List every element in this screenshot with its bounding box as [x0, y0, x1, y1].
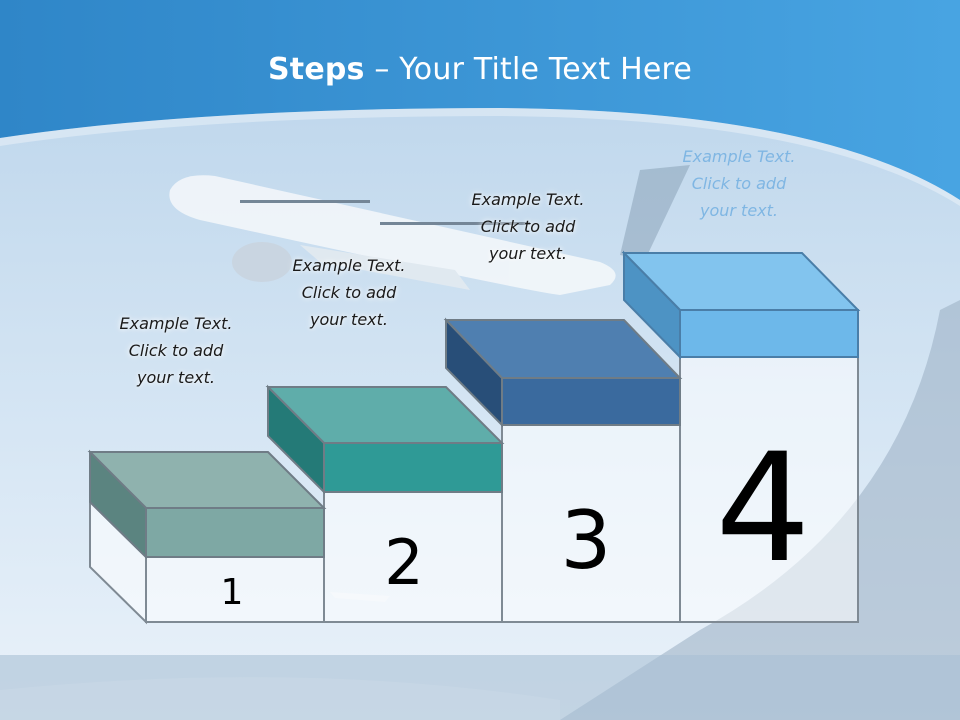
step3-line1: Example Text. [471, 190, 585, 209]
step1-line1: Example Text. [119, 314, 233, 333]
step1-body-front [145, 556, 325, 623]
title-bold: Steps [267, 52, 365, 87]
step4-line1: Example Text. [682, 147, 796, 166]
step1-line3: your text. [136, 368, 215, 387]
step2-line3: your text. [309, 310, 388, 329]
step4-body-front [679, 356, 859, 623]
slide-title[interactable]: Steps – Your Title Text Here [0, 52, 960, 87]
step3-body-front [501, 424, 681, 623]
step2-line2: Click to add [301, 283, 397, 302]
step3-line2: Click to add [480, 217, 576, 236]
step3-caption[interactable]: Example Text. Click to add your text. [438, 186, 618, 267]
step4-number: 4 [715, 422, 810, 596]
airplane-shape [169, 175, 616, 295]
step2-block [265, 384, 505, 495]
step4-caption[interactable]: Example Text. Click to add your text. [649, 143, 829, 224]
step3-number: 3 [561, 494, 612, 587]
step4-line2: Click to add [691, 174, 787, 193]
step3-line3: your text. [488, 244, 567, 263]
terminal-roof-shape [560, 300, 960, 720]
step1-number: 1 [221, 572, 244, 613]
tail-fin-shape [620, 165, 690, 260]
step4-block [621, 250, 861, 360]
step4-line3: your text. [699, 201, 778, 220]
step1-line2: Click to add [128, 341, 224, 360]
step3-block [443, 317, 683, 428]
step2-line1: Example Text. [292, 256, 406, 275]
step2-caption[interactable]: Example Text. Click to add your text. [259, 252, 439, 333]
step2-number: 2 [384, 526, 423, 599]
title-rest: – Your Title Text Here [364, 52, 693, 87]
step1-block [87, 449, 327, 560]
step1-caption[interactable]: Example Text. Click to add your text. [86, 310, 266, 391]
header-band [0, 0, 960, 200]
step2-body-front [323, 491, 503, 623]
